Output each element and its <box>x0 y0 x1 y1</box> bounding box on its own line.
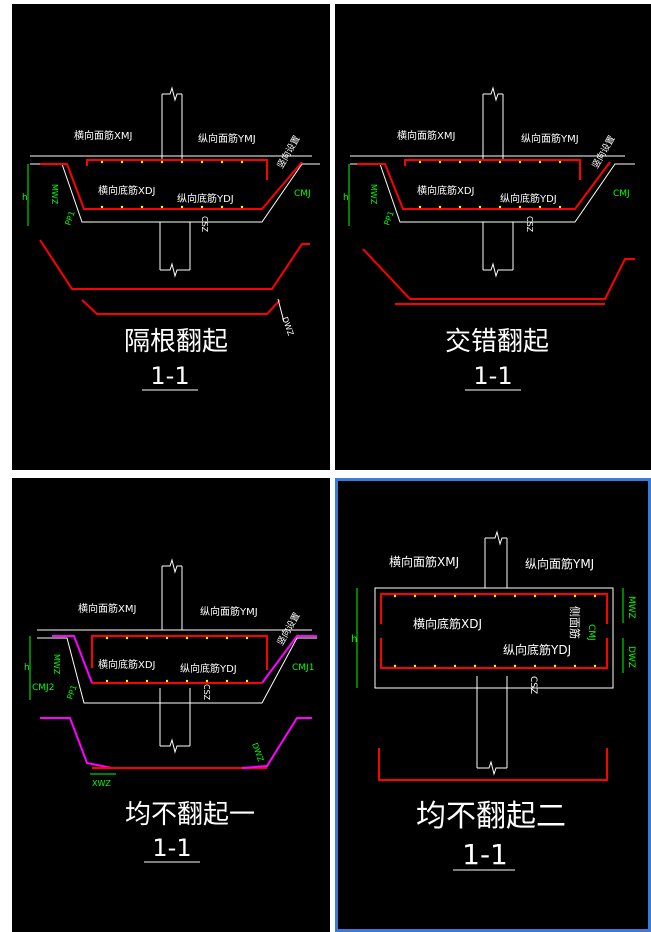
section-label: 1-1 <box>462 838 508 871</box>
label-pp: PP1 <box>382 210 396 227</box>
label-mwz: MWZ <box>369 184 378 205</box>
label-ydj: 纵向底筋YDJ <box>500 192 557 205</box>
label-mwz: MWZ <box>626 596 636 619</box>
label-mwz: MWZ <box>52 654 61 675</box>
label-ymj: 纵向面筋YMJ <box>525 556 594 571</box>
label-csz: CSZ <box>528 676 538 694</box>
label-xdj: 横向底筋XDJ <box>98 658 156 671</box>
diagram-panel-3[interactable]: 横向面筋XMJ 纵向面筋YMJ 横向底筋XDJ 纵向底筋YDJ CMJ1 CMJ… <box>12 478 330 932</box>
label-ymj: 纵向面筋YMJ <box>200 605 258 618</box>
diagram-panel-1[interactable]: 横向面筋XMJ 纵向面筋YMJ 横向底筋XDJ 纵向底筋YDJ CMJ 竖向设置… <box>12 4 330 470</box>
window-left-margin <box>0 0 12 932</box>
label-pp: PP1 <box>63 210 77 227</box>
panel-title: 交错翻起 <box>445 327 549 357</box>
label-pp: PP1 <box>65 684 79 701</box>
break-mark <box>160 262 190 278</box>
detail-rebar-1 <box>39 239 310 290</box>
label-cmj: CMJ <box>586 624 596 641</box>
diagram-panel-2[interactable]: 横向面筋XMJ 纵向面筋YMJ 横向底筋XDJ 纵向底筋YDJ CMJ 竖向设置… <box>335 4 651 470</box>
label-xmj: 横向面筋XMJ <box>397 129 455 142</box>
footing-outline <box>37 637 317 704</box>
label-side-setting: 竖向设置 <box>589 133 617 170</box>
section-drawing-4: 横向面筋XMJ 纵向面筋YMJ 横向底筋XDJ 纵向底筋YDJ 侧面筋 CMJ … <box>351 530 636 871</box>
label-xmj: 横向面筋XMJ <box>389 554 459 569</box>
label-csz: CSZ <box>525 216 534 233</box>
label-cmj2: CMJ2 <box>32 683 54 693</box>
section-label: 1-1 <box>473 362 512 390</box>
label-ydj: 纵向底筋YDJ <box>503 642 571 657</box>
label-xmj: 横向面筋XMJ <box>78 602 136 615</box>
break-mark <box>485 530 507 546</box>
detail-rebar-1 <box>362 248 635 300</box>
rebar-dots <box>100 160 244 209</box>
label-cmj: CMJ <box>294 189 311 199</box>
top-rebar <box>91 635 268 670</box>
panel-title: 隔根翻起 <box>124 327 228 357</box>
label-ymj: 纵向面筋YMJ <box>198 132 256 145</box>
bottom-rebar <box>40 161 303 210</box>
break-mark <box>162 86 182 102</box>
break-mark <box>162 558 182 574</box>
label-csz: CSZ <box>202 684 211 701</box>
detail-rebar <box>378 748 608 781</box>
label-xmj: 横向面筋XMJ <box>74 129 132 142</box>
label-side-setting: 竖向设置 <box>274 610 302 647</box>
detail-rebar-right <box>241 717 312 769</box>
label-h: h <box>24 663 30 673</box>
break-mark <box>483 86 503 102</box>
label-ymj: 纵向面筋YMJ <box>521 132 579 145</box>
label-dwz: DWZ <box>250 742 265 764</box>
label-xdj: 横向底筋XDJ <box>98 184 156 197</box>
rebar-dots <box>105 636 249 683</box>
bottom-rebar <box>380 638 608 669</box>
side-rebar-left <box>52 635 93 684</box>
side-rebar-right <box>261 635 317 684</box>
label-ydj: 纵向底筋YDJ <box>177 192 234 205</box>
label-h: h <box>343 193 349 203</box>
top-rebar <box>380 593 608 624</box>
rebar-dots <box>393 594 597 668</box>
top-rebar <box>404 159 581 180</box>
label-dwz: DWZ <box>626 646 636 668</box>
label-mwz: MWZ <box>50 184 59 205</box>
label-csz: CSZ <box>200 216 209 233</box>
label-h: h <box>351 634 357 645</box>
diagram-panel-4[interactable]: 横向面筋XMJ 纵向面筋YMJ 横向底筋XDJ 纵向底筋YDJ 侧面筋 CMJ … <box>335 478 651 932</box>
label-dwz: DWZ <box>280 316 295 338</box>
section-drawing-2: 横向面筋XMJ 纵向面筋YMJ 横向底筋XDJ 纵向底筋YDJ CMJ 竖向设置… <box>343 86 635 391</box>
label-ydj: 纵向底筋YDJ <box>180 662 237 675</box>
panel-title: 均不翻起二 <box>416 799 566 834</box>
panel-title: 均不翻起一 <box>125 800 255 830</box>
break-mark <box>483 262 513 278</box>
break-mark <box>160 738 190 754</box>
section-drawing-1: 横向面筋XMJ 纵向面筋YMJ 横向底筋XDJ 纵向底筋YDJ CMJ 竖向设置… <box>22 86 320 391</box>
break-mark <box>477 760 507 776</box>
section-drawing-3: 横向面筋XMJ 纵向面筋YMJ 横向底筋XDJ 纵向底筋YDJ CMJ1 CMJ… <box>24 558 317 863</box>
bottom-rebar <box>357 161 611 210</box>
label-side-rebar: 侧面筋 <box>568 606 582 639</box>
label-xdj: 横向底筋XDJ <box>413 616 482 631</box>
detail-rebar-left <box>40 717 113 769</box>
section-label: 1-1 <box>150 362 189 390</box>
rebar-dots <box>418 160 562 209</box>
label-xwz: XWZ <box>92 779 111 788</box>
footing-outline <box>374 587 614 689</box>
label-cmj: CMJ <box>613 189 630 199</box>
section-label: 1-1 <box>152 834 191 862</box>
label-h: h <box>22 193 28 203</box>
top-rebar <box>86 159 268 180</box>
label-cmj1: CMJ1 <box>292 663 314 673</box>
dim-dwz-line <box>277 298 285 323</box>
detail-rebar-2 <box>81 299 281 315</box>
label-xdj: 横向底筋XDJ <box>417 184 475 197</box>
